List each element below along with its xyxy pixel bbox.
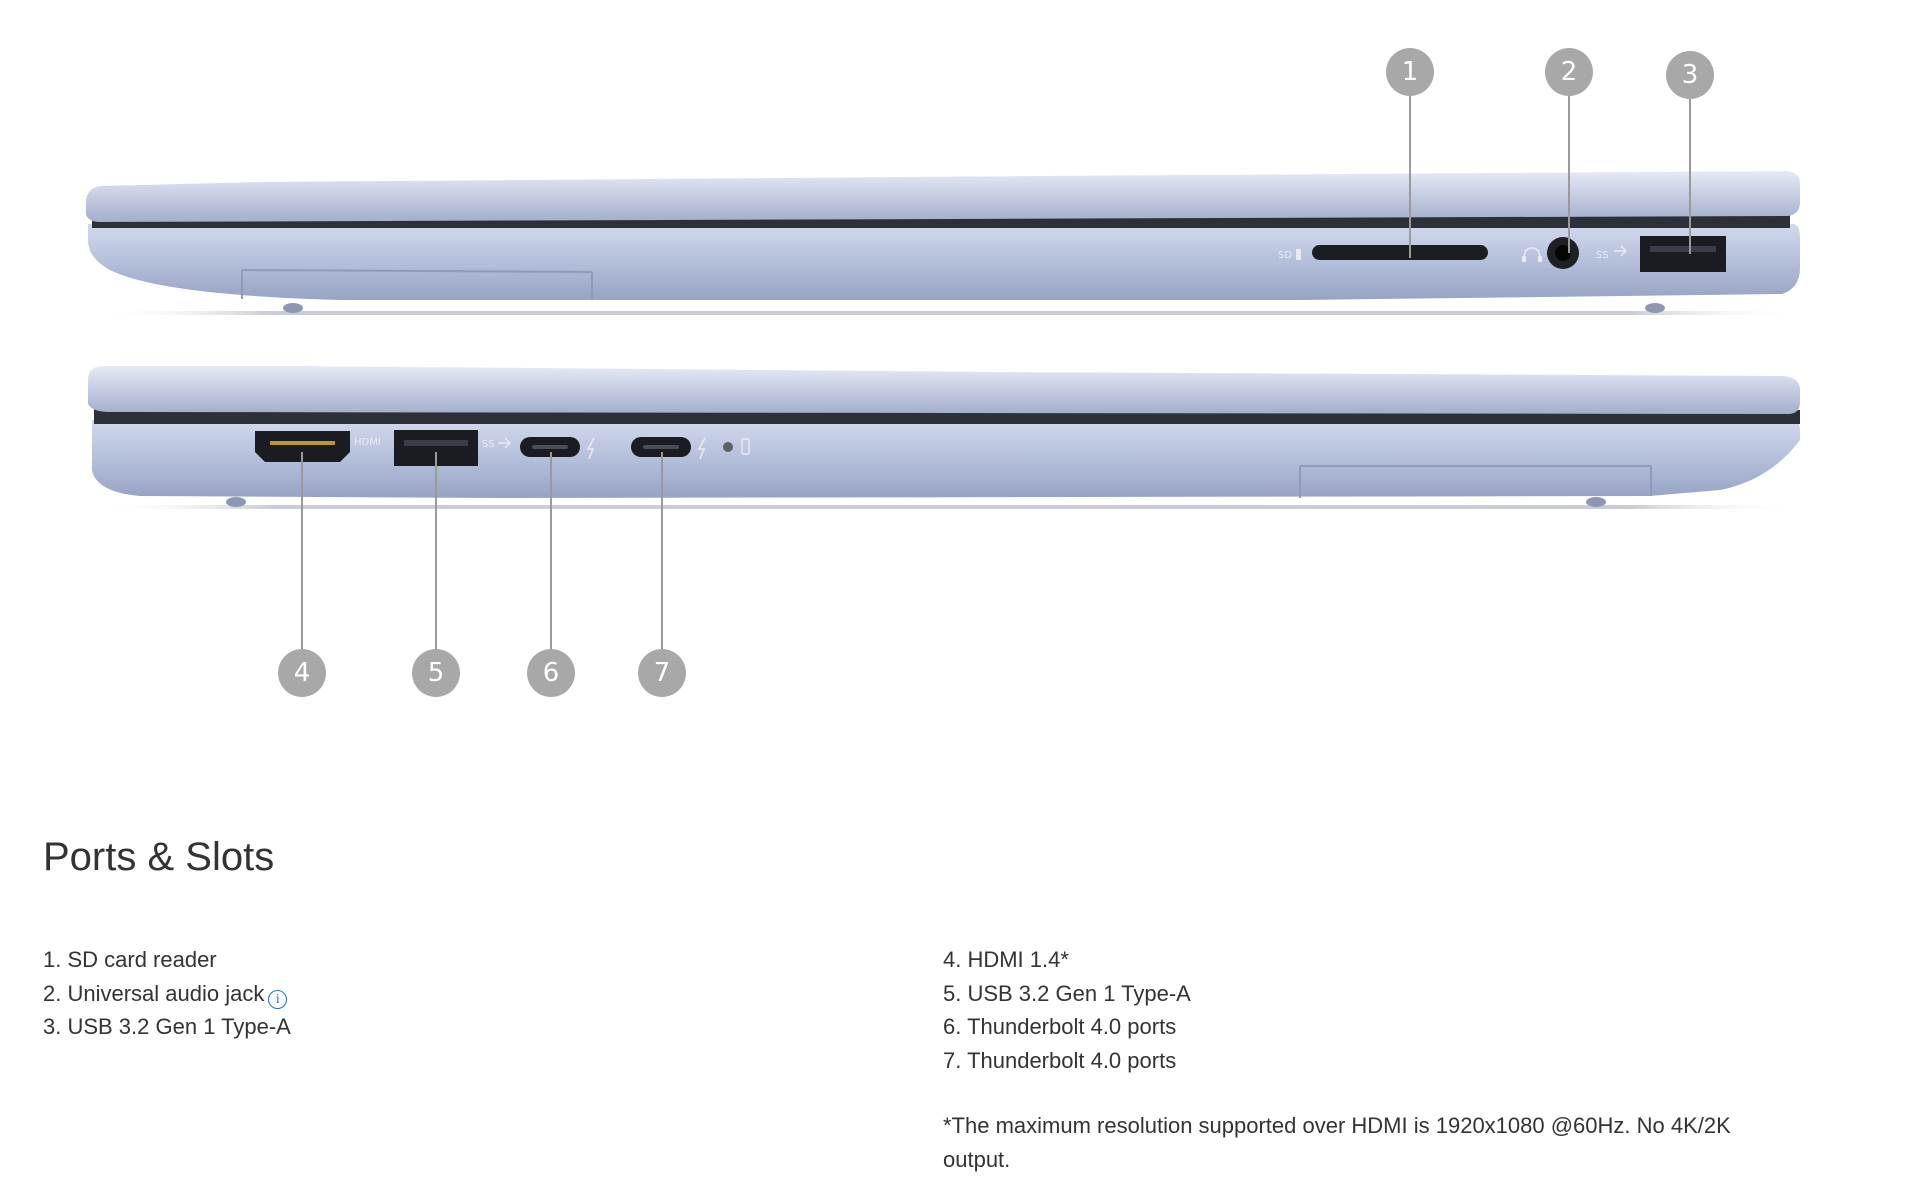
port-item: 3. USB 3.2 Gen 1 Type-A xyxy=(43,1010,291,1044)
hdmi-label: HDMI xyxy=(354,437,381,448)
thunderbolt-icon xyxy=(697,437,706,460)
sd-card-slot xyxy=(1312,245,1488,260)
callout-circle xyxy=(1666,51,1714,99)
laptop-base xyxy=(88,224,1800,300)
port-item-label: 6. Thunderbolt 4.0 ports xyxy=(943,1014,1177,1039)
info-icon[interactable]: i xyxy=(268,989,288,1009)
callout-4: 4 xyxy=(278,649,326,697)
rubber-foot xyxy=(226,497,246,507)
headset-icon xyxy=(1523,247,1541,260)
thunderbolt-port-tongue xyxy=(532,445,568,449)
port-item: 1. SD card reader xyxy=(43,943,291,977)
port-item: 5. USB 3.2 Gen 1 Type-A xyxy=(943,977,1191,1011)
callout-circle xyxy=(1545,48,1593,96)
seam-line xyxy=(241,269,593,273)
ground-shadow xyxy=(100,505,1800,509)
hdmi-port-contacts xyxy=(270,441,335,445)
callout-number: 5 xyxy=(428,658,445,688)
port-item: 6. Thunderbolt 4.0 ports xyxy=(943,1010,1191,1044)
port-item-label: 2. Universal audio jack xyxy=(43,980,265,1006)
callout-number: 2 xyxy=(1561,57,1578,87)
rubber-foot xyxy=(1645,303,1665,313)
callout-number: 1 xyxy=(1402,57,1419,87)
callout-3: 3 xyxy=(1666,51,1714,99)
usb-a-port-tongue xyxy=(1650,246,1716,252)
hdmi-port xyxy=(255,431,350,462)
usb-trident-icon xyxy=(498,437,511,449)
port-item-label: 5. USB 3.2 Gen 1 Type-A xyxy=(943,980,1191,1006)
port-item: 7. Thunderbolt 4.0 ports xyxy=(943,1044,1191,1078)
laptop-lid xyxy=(86,171,1800,222)
laptop-ports-diagram: SD SS HDMI SS xyxy=(86,48,1800,697)
laptop-lid xyxy=(88,366,1800,414)
callout-number: 3 xyxy=(1682,60,1699,90)
callout-number: 7 xyxy=(654,658,671,688)
usb-ss-label: SS xyxy=(1596,250,1609,261)
callout-5: 5 xyxy=(412,649,460,697)
hdmi-footnote: *The maximum resolution supported over H… xyxy=(943,1113,1731,1172)
charging-led xyxy=(723,442,733,452)
laptop-base xyxy=(92,420,1800,498)
port-item: 4. HDMI 1.4* xyxy=(943,943,1191,977)
port-item-label: 1. SD card reader xyxy=(43,947,217,972)
callout-circle xyxy=(278,649,326,697)
sd-card-icon xyxy=(1296,249,1301,260)
ports-list-left: 1. SD card reader 2. Universal audio jac… xyxy=(43,943,291,1044)
thunderbolt-port-tongue xyxy=(643,445,679,449)
headset-icon-earcup xyxy=(1522,256,1526,262)
callout-number: 4 xyxy=(294,658,311,688)
laptop-left-side-view: HDMI SS xyxy=(88,366,1800,509)
callout-circle xyxy=(1386,48,1434,96)
callout-number: 6 xyxy=(543,658,560,688)
callout-6: 6 xyxy=(527,649,575,697)
usb-trident-icon xyxy=(1614,245,1627,257)
callout-2: 2 xyxy=(1545,48,1593,96)
usb-a-port-right xyxy=(1640,236,1726,272)
usb-a-port-tongue xyxy=(404,440,468,446)
rubber-foot xyxy=(283,303,303,313)
port-item-label: 3. USB 3.2 Gen 1 Type-A xyxy=(43,1014,291,1039)
sd-label: SD xyxy=(1278,250,1292,261)
callout-leaders xyxy=(301,95,1691,650)
section-title: Ports & Slots xyxy=(43,835,275,879)
callout-circle xyxy=(412,649,460,697)
port-item-label: 4. HDMI 1.4* xyxy=(943,947,1069,972)
audio-jack-hole xyxy=(1555,245,1571,261)
callout-circle xyxy=(527,649,575,697)
rubber-foot xyxy=(1586,497,1606,507)
ground-shadow xyxy=(100,311,1800,315)
ports-list-right: 4. HDMI 1.4* 5. USB 3.2 Gen 1 Type-A 6. … xyxy=(943,943,1191,1077)
usb-ss-label: SS xyxy=(482,439,495,450)
callout-7: 7 xyxy=(638,649,686,697)
callout-circle xyxy=(638,649,686,697)
battery-icon xyxy=(741,438,750,455)
laptop-right-side-view: SD SS xyxy=(86,171,1800,315)
callout-1: 1 xyxy=(1386,48,1434,96)
port-item-label: 7. Thunderbolt 4.0 ports xyxy=(943,1047,1177,1073)
thunderbolt-icon xyxy=(586,437,595,460)
headset-icon-earcup xyxy=(1538,256,1542,262)
